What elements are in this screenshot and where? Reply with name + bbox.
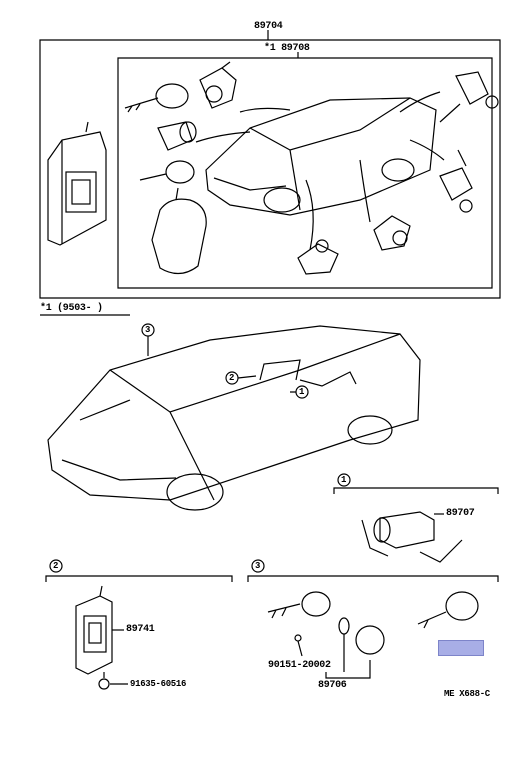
key-icon [124, 83, 189, 113]
callout-2-label: 2 [229, 373, 235, 383]
lock-cylinder-icon-3 [439, 149, 473, 213]
key-fob-icon-2 [417, 591, 479, 629]
callout-1-label: 1 [299, 387, 305, 397]
section-1-marker [337, 473, 351, 487]
bolt-icon-2 [294, 634, 303, 657]
outer-frame [39, 39, 501, 299]
part-label-bolt: 91635-60516 [130, 679, 187, 689]
lock-cylinder-icon-4 [373, 215, 411, 251]
bolt-icon [98, 672, 110, 690]
ecu-module-icon [47, 121, 107, 246]
part-label-89707: 89707 [446, 508, 475, 519]
callout-3-label: 3 [145, 325, 151, 335]
key-icon-3 [267, 591, 331, 619]
seal-ring-icon [338, 617, 350, 635]
section-3-marker [251, 559, 265, 573]
section-3-label: 3 [255, 561, 261, 571]
sensor-icon [439, 71, 499, 123]
lock-cylinder-icon-2 [157, 121, 197, 151]
part-label-89708: *1 89708 [264, 43, 310, 54]
part-label-89741: 89741 [126, 624, 155, 635]
section-2-marker [49, 559, 63, 573]
lock-cylinder-icon [199, 61, 237, 109]
part-label-89706: 89706 [318, 680, 347, 691]
highlight-box[interactable] [438, 640, 484, 656]
callout-2-marker [225, 371, 239, 385]
callout-3-marker [141, 323, 155, 337]
car-icon-large [47, 325, 421, 511]
production-note: *1 (9503- ) [40, 303, 103, 314]
section-2-label: 2 [53, 561, 59, 571]
key-icon-2 [139, 160, 195, 184]
section-1-label: 1 [341, 475, 347, 485]
cover-icon [355, 625, 385, 655]
ecu-module-icon-2 [75, 585, 113, 675]
part-label-89704: 89704 [254, 21, 283, 32]
diagram-code: ME X688-C [444, 689, 490, 699]
inner-frame [117, 57, 493, 289]
key-fob-icon [151, 187, 207, 275]
part-label-90151: 90151-20002 [268, 660, 331, 671]
sensor-icon-3 [361, 511, 463, 563]
sensor-icon-2 [297, 239, 339, 275]
callout-1-marker [295, 385, 309, 399]
car-icon [205, 97, 437, 216]
